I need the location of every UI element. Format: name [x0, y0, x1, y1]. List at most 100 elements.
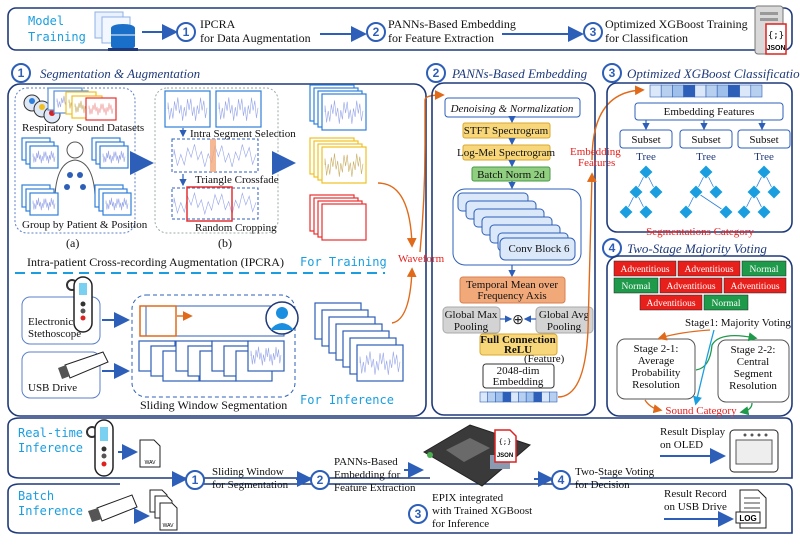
gavg-label-2: Pooling	[547, 321, 582, 333]
waveform-card	[247, 340, 285, 372]
conv-blocks-container	[452, 188, 582, 266]
feature-cell	[739, 84, 752, 98]
for-training-label: For Training	[300, 255, 387, 269]
stage22-line-2: Central	[737, 356, 769, 368]
bottom-step-2-line-1: PANNs-Based	[334, 456, 398, 468]
bottom-step-2-icon	[310, 470, 330, 490]
section-1-number: 1	[18, 66, 25, 80]
embedding-box	[482, 363, 555, 389]
stft-label: STFT Spectrogram	[464, 125, 549, 137]
json-badge: JSON	[497, 453, 513, 459]
segmentations-category-label: Segmentations Category	[646, 226, 754, 238]
section-3-title: Optimized XGBoost Classification	[627, 66, 800, 81]
to-denoise-arrow	[419, 90, 445, 253]
tree-node-icon	[708, 184, 724, 200]
feature-cell	[525, 391, 535, 403]
bottom-step-1-number: 1	[192, 473, 199, 487]
tree-label: Tree	[696, 151, 716, 163]
feature-cell	[548, 391, 558, 403]
full-connection-box	[479, 333, 558, 356]
tree-node-icon	[698, 164, 714, 180]
tree-edge	[695, 191, 727, 213]
global-max-pooling-box	[442, 306, 501, 334]
top-step-1-title: IPCRA	[200, 17, 236, 31]
panel-b-label: (b)	[218, 236, 232, 250]
section-2-number-icon	[426, 63, 446, 83]
inference-waveform-arrow	[391, 267, 417, 324]
gmax-label-1: Global Max	[445, 309, 498, 321]
top-step-1-subtitle: for Data Augmentation	[200, 31, 311, 45]
panns-embedding-section: 2 PANNs-Based Embedding Denoising & Norm…	[426, 63, 645, 416]
subset-label: Subset	[749, 134, 778, 146]
logmel-label: Log-Mel Spectrogram	[457, 147, 555, 159]
recording-track	[145, 305, 285, 337]
vote-label-text: Adventitious	[730, 282, 779, 292]
batch-label-1: Batch	[18, 489, 54, 503]
bottom-step-3-line-3: for Inference	[432, 518, 489, 530]
tree-node-icon	[756, 164, 772, 180]
tree-label: Tree	[754, 151, 774, 163]
stage22-line-3: Segment	[734, 368, 773, 380]
tree-node-icon	[638, 204, 654, 220]
inference-pipeline: Real-time Inference Batch Inference WAV …	[7, 417, 793, 534]
server-json-icon: {;} JSON	[754, 5, 787, 55]
step-1-number-icon	[176, 22, 196, 42]
oled-label-2: on OLED	[660, 439, 703, 451]
vote-label-text: Adventitious	[684, 265, 733, 275]
waveform-card	[85, 97, 117, 121]
section-2-title: PANNs-Based Embedding	[451, 66, 588, 81]
stethoscope-icon	[66, 276, 93, 333]
embedding-vector	[479, 391, 558, 403]
step-3-number-icon	[583, 22, 603, 42]
log-file-icon: LOG	[735, 489, 767, 529]
feature-cell	[649, 84, 662, 98]
patient-avatar-icon	[265, 301, 299, 335]
feature-cell	[495, 391, 504, 403]
bottom-step-1-icon	[185, 470, 205, 490]
stethoscope-icon	[86, 419, 114, 477]
datasets-label: Respiratory Sound Datasets	[22, 122, 144, 134]
gmax-label-2: Pooling	[454, 321, 489, 333]
crop-window	[186, 186, 233, 222]
bottom-step-4-line-1: Two-Stage Voting	[575, 466, 655, 478]
vote-label-box	[703, 294, 749, 311]
stage21-box	[616, 338, 696, 400]
group-label: Group by Patient & Position	[22, 219, 148, 231]
waveform-trace	[324, 100, 364, 124]
waveform-trace	[250, 346, 282, 366]
section-1-title: Segmentation & Augmentation	[40, 66, 200, 81]
bottom-step-2-line-3: Feature Extraction	[334, 482, 416, 494]
temporal-mean-box	[459, 276, 566, 304]
gavg-label-1: Global Avg	[539, 309, 590, 321]
section-2-number: 2	[433, 66, 440, 80]
feature-cell	[750, 84, 763, 98]
conv-block-label: Conv Block 6	[508, 243, 570, 255]
oled-display-icon	[729, 429, 779, 473]
embed-label-1: 2048-dim	[497, 365, 540, 377]
vote-label-box	[677, 260, 741, 277]
tree-node-icon	[746, 184, 762, 200]
feature-cell	[660, 84, 673, 98]
waveform-card	[321, 203, 367, 241]
bottom-step-3-line-2: with Trained XGBoost	[432, 505, 532, 517]
tree-node-icon	[766, 184, 782, 200]
stethoscope-label-1: Electronic	[28, 316, 73, 328]
temporal-label-2: Frequency Axis	[477, 290, 546, 302]
denoise-label: Denoising & Normalization	[450, 103, 574, 115]
subset-label: Subset	[631, 134, 660, 146]
vote-label-box	[613, 277, 659, 294]
epix-board-icon: {;} JSON	[423, 424, 531, 487]
tree-node-icon	[688, 184, 704, 200]
batchnorm-box	[471, 166, 551, 182]
waveform-trace	[105, 197, 129, 211]
crop-source-box	[171, 187, 259, 220]
xgboost-section: 3 Optimized XGBoost Classification Embed…	[602, 63, 800, 238]
for-inference-label: For Inference	[300, 393, 394, 407]
section-1-number-icon	[11, 63, 31, 83]
majority-voting-section: 4 Two-Stage Majority Voting Adventitious…	[602, 238, 793, 417]
section-3-number: 3	[609, 66, 616, 80]
feature-cell	[672, 84, 684, 98]
segmentation-augmentation-section: 1 Segmentation & Augmentation Respirator…	[7, 63, 445, 417]
feature-cell	[479, 391, 488, 403]
